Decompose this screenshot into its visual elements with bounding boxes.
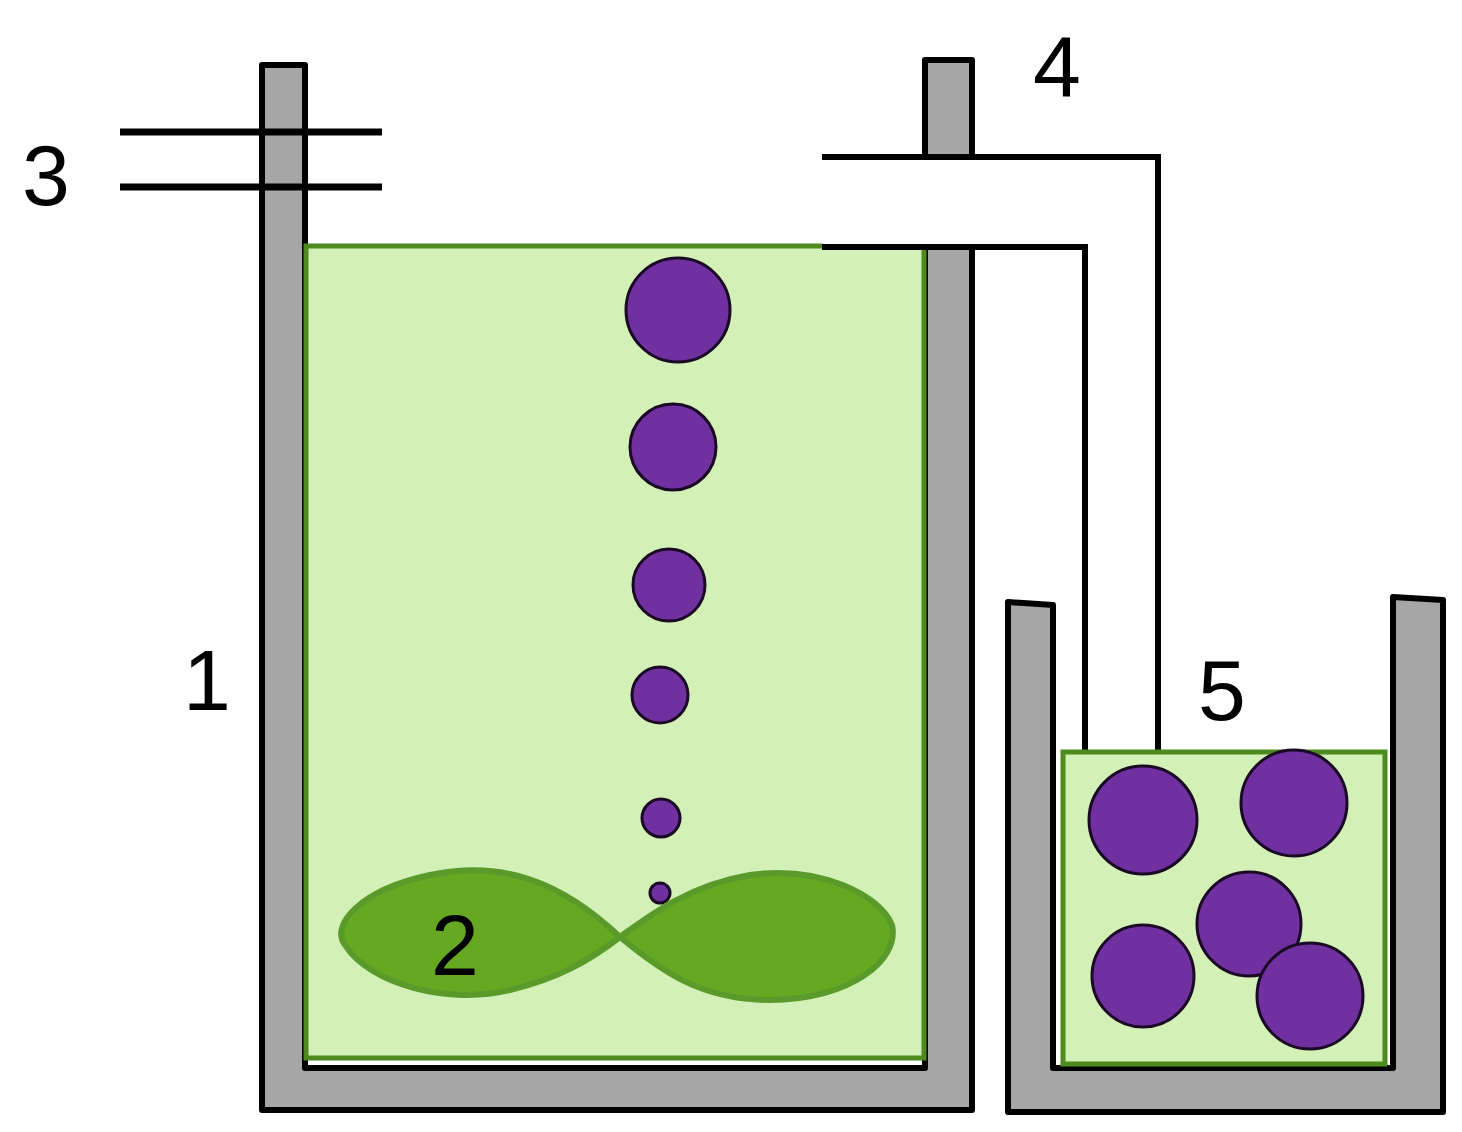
callout-number: 5	[1198, 647, 1246, 733]
callout-number: 2	[431, 902, 479, 988]
product-droplets	[626, 258, 730, 903]
outlet-pipe	[822, 157, 1158, 752]
callout-number: 3	[22, 132, 70, 218]
callout-number: 1	[183, 637, 231, 723]
collected-product	[1089, 750, 1363, 1049]
culture-medium	[306, 246, 924, 1058]
impeller	[341, 870, 893, 1000]
inlet-pipe	[120, 129, 382, 136]
callout-number: 4	[1033, 23, 1081, 109]
collection-vessel	[1008, 597, 1443, 1112]
inlet-pipe	[120, 184, 382, 191]
